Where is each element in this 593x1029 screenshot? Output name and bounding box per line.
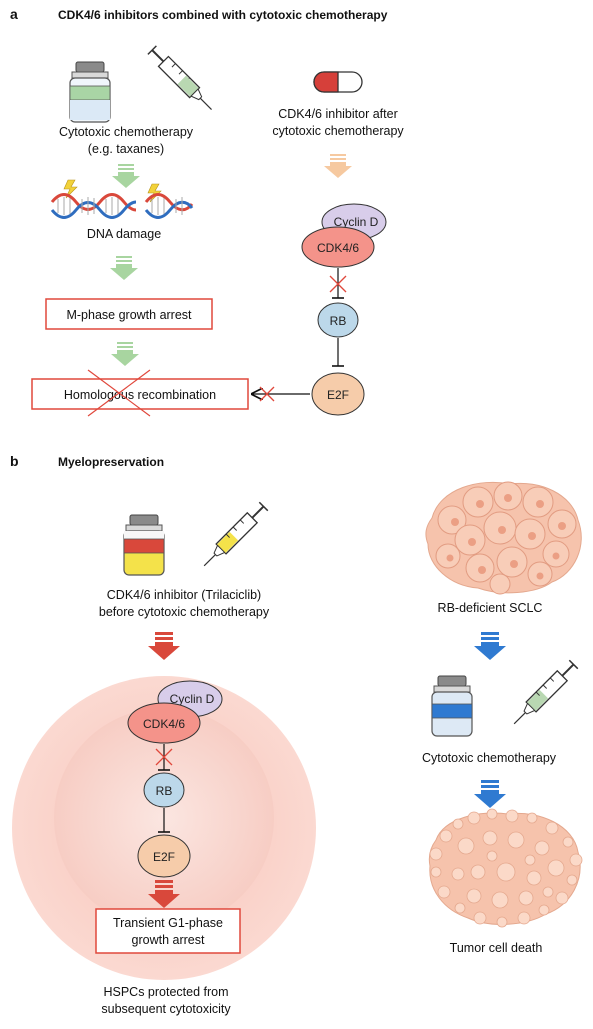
- panel-b-letter: b: [10, 453, 19, 469]
- blue-arrow-2: [474, 780, 506, 808]
- chemo-label-2: (e.g. taxanes): [88, 142, 164, 156]
- cross-icon: [155, 748, 173, 766]
- rb-label: RB: [156, 784, 173, 798]
- panel-a-letter: a: [10, 6, 18, 22]
- e2f-label: E2F: [327, 388, 349, 402]
- rb-deficient-label: RB-deficient SCLC: [438, 601, 543, 615]
- e2f-node: [137, 834, 191, 878]
- hspc-label-1: HSPCs protected from: [103, 985, 228, 999]
- m-phase-label: M-phase growth arrest: [66, 308, 192, 322]
- cdk46-node: [301, 226, 375, 268]
- trilaciclib-label-2: before cytotoxic chemotherapy: [99, 605, 270, 619]
- chemo-label-1: Cytotoxic chemotherapy: [59, 125, 194, 139]
- tumor-cluster-icon: [425, 481, 582, 595]
- cdk46-node: [127, 702, 201, 744]
- hr-cross-icon: [87, 369, 151, 417]
- e2f-label: E2F: [153, 850, 175, 864]
- dna-damage-label: DNA damage: [87, 227, 161, 241]
- g1-arrest-label-1: Transient G1-phase: [113, 916, 223, 930]
- capsule-icon: [313, 71, 363, 93]
- cross-icon: [259, 386, 275, 402]
- dead-tumor-icon: [428, 808, 583, 928]
- lightning-icon: [147, 183, 162, 203]
- syringe-icon: [513, 659, 579, 725]
- cyclin-d-label: Cyclin D: [334, 215, 379, 229]
- e2f-node: [311, 372, 365, 416]
- panel-b-title: Myelopreservation: [58, 455, 164, 469]
- g1-arrest-label-2: growth arrest: [132, 933, 205, 947]
- tumor-death-label: Tumor cell death: [450, 941, 543, 955]
- trilaciclib-label-1: CDK4/6 inhibitor (Trilaciclib): [107, 588, 261, 602]
- rb-label: RB: [330, 314, 347, 328]
- red-arrow-1: [148, 632, 180, 660]
- rb-node: [317, 302, 359, 338]
- dna-icon: [50, 193, 194, 219]
- inhibitor-after-label-2: cytotoxic chemotherapy: [272, 124, 404, 138]
- hr-label: Homologous recombination: [64, 388, 216, 402]
- syringe-icon: [147, 45, 212, 110]
- cdk46-label: CDK4/6: [317, 241, 359, 255]
- lightning-icon: [63, 179, 78, 199]
- m-phase-box: [45, 298, 213, 330]
- g1-arrest-box: [95, 908, 241, 954]
- peach-arrow: [324, 154, 352, 178]
- red-arrow-2: [148, 880, 180, 908]
- cyclin-d-label: Cyclin D: [170, 692, 215, 706]
- vial-icon: [69, 61, 111, 123]
- panel-a-title: CDK4/6 inhibitors combined with cytotoxi…: [58, 8, 388, 22]
- blue-arrow-1: [474, 632, 506, 660]
- hr-box: [31, 378, 249, 410]
- vial-icon: [431, 675, 473, 737]
- green-arrow-2: [110, 256, 138, 280]
- cytotoxic-chemo-label: Cytotoxic chemotherapy: [422, 751, 557, 765]
- inhibitor-after-label-1: CDK4/6 inhibitor after: [278, 107, 398, 121]
- hspc-label-2: subsequent cytotoxicity: [101, 1002, 231, 1016]
- green-arrow-3: [111, 342, 139, 366]
- rb-node: [143, 772, 185, 808]
- cross-icon: [329, 275, 347, 293]
- green-arrow-1: [112, 164, 140, 188]
- cdk46-label: CDK4/6: [143, 717, 185, 731]
- syringe-icon: [203, 501, 269, 567]
- vial-icon: [123, 514, 165, 576]
